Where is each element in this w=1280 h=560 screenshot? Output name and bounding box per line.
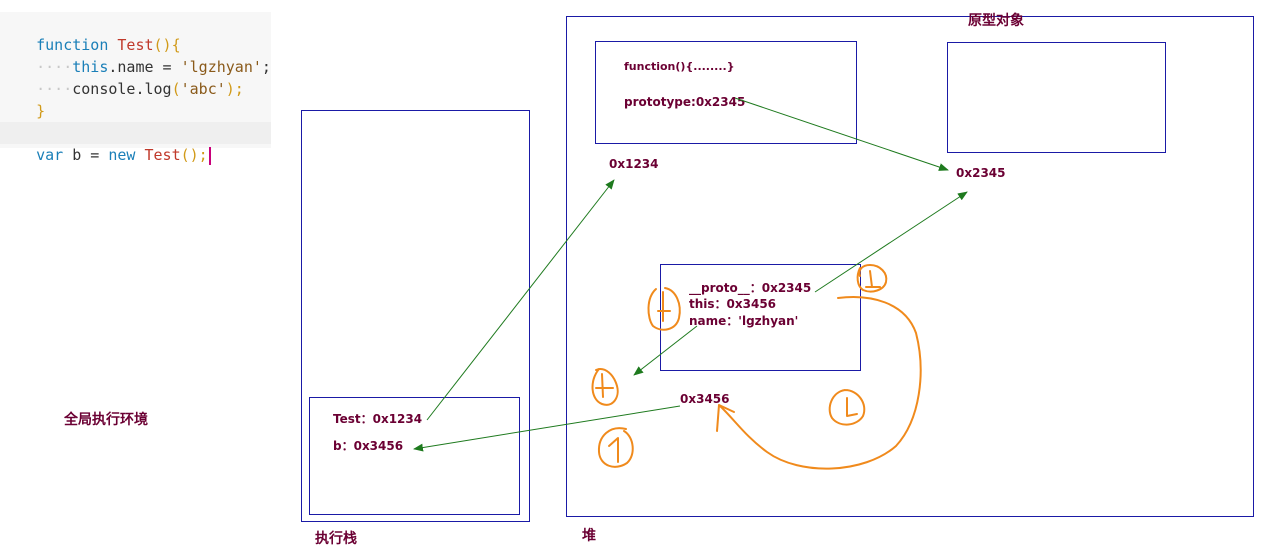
code-obj: console [72,80,136,98]
code-line-4: } [0,78,271,120]
code-close: ); [225,80,244,98]
arrow-this-to-instance [633,325,698,376]
arrow-b-to-instance [413,405,681,452]
step-2-curve [716,296,922,470]
instance-proto-field: __proto__：0x2345 [689,281,812,295]
step-mark-circled [828,389,866,426]
code-dot: . [108,58,118,76]
code-close-brace: } [36,102,46,120]
instance-name-field: name：'lgzhyan' [689,314,799,328]
step-5-mark [597,427,634,468]
step-1-mark [856,264,888,293]
code-keyword-this: this [72,58,109,76]
step-3-mark [647,287,681,331]
code-string: 'abc' [180,80,226,98]
code-eq: = [81,146,109,164]
function-body-text: function(){........} [624,60,735,73]
code-var-name: b [72,146,82,164]
code-line-1: function Test(){ [0,12,271,54]
code-func-name: Test [144,146,181,164]
code-prop: name [117,58,154,76]
code-dot: . [135,80,145,98]
exec-stack-box [301,110,530,522]
arrow-prototype-to-proto-object [734,97,949,171]
code-punc: (); [180,146,208,164]
instance-this-field: this：0x3456 [689,297,777,311]
step-4-mark [591,368,619,406]
function-address: 0x1234 [609,157,659,171]
code-open-paren: ( [171,80,181,98]
code-line-3: ····console.log('abc'); [0,56,271,98]
prototype-object-box [947,42,1166,153]
arrow-test-to-function [426,179,615,421]
indent-dots: ···· [36,58,73,76]
arrow-proto-field-to-proto-object [814,191,968,293]
code-punc: (){ [153,36,181,54]
stack-test-entry: Test：0x1234 [333,412,423,426]
prototype-address: 0x2345 [956,166,1006,180]
code-func-name: Test [117,36,154,54]
instance-object-box [660,264,861,371]
code-keyword-function: function [36,36,109,54]
code-keyword-new: new [108,146,136,164]
code-line-2: ····this.name = 'lgzhyan'; [0,34,271,76]
code-snippet: function Test(){ ····this.name = 'lgzhya… [0,12,271,165]
prototype-object-label: 原型对象 [968,13,1024,29]
code-keyword-var: var [36,146,64,164]
global-env-frame-box [309,397,520,515]
heap-label: 堆 [582,528,596,544]
code-eq: = [153,58,181,76]
indent-dots: ···· [36,80,73,98]
code-line-6: var b = new Test(); [0,122,271,165]
code-method: log [144,80,172,98]
heap-box [566,16,1254,517]
instance-address: 0x3456 [680,392,730,406]
global-env-label: 全局执行环境 [64,412,148,428]
text-cursor [208,146,211,165]
handwritten-step-marks [591,264,922,470]
exec-stack-label: 执行栈 [315,531,357,547]
code-string: 'lgzhyan' [180,58,262,76]
code-semi: ; [261,58,271,76]
prototype-ref-text: prototype:0x2345 [624,95,746,109]
stack-b-entry: b：0x3456 [333,439,404,453]
function-object-box [595,41,857,144]
